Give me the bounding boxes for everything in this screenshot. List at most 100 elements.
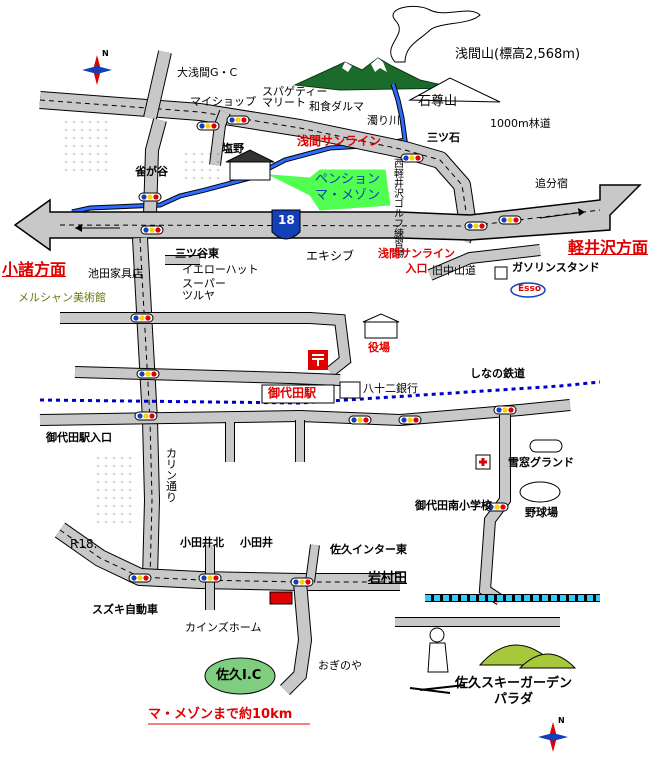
label-spaghetti-marine: スパゲティー マリート: [262, 85, 328, 109]
label-saku-ic: 佐久I.C: [216, 668, 262, 683]
label-my-shop: マイショップ: [190, 95, 256, 108]
traffic-light-icon: [134, 411, 158, 421]
road-oasama-gc-fill: [144, 50, 171, 120]
pension-callout: [269, 169, 391, 211]
label-route-18: 18: [278, 213, 295, 227]
label-miyota-station: 御代田駅: [268, 386, 317, 400]
label-hachijuni-bank: 八十二銀行: [363, 382, 418, 395]
label-mitsuyahigashi: 三ツ谷東: [175, 247, 219, 260]
traffic-light-icon: [140, 225, 164, 235]
bank-icon: [339, 381, 361, 399]
road-ski-garden-fill: [479, 415, 510, 605]
arrow-west-head: [75, 224, 82, 232]
traffic-light-icon: [464, 221, 488, 231]
label-saku-inter-higashi: 佐久インター東: [330, 543, 407, 556]
label-gas-station: ガソリンスタンド: [512, 261, 600, 274]
label-yukimado-ground: 雪窓グランド: [508, 456, 574, 469]
label-otai: 小田井: [240, 536, 273, 549]
traffic-light-icon: [198, 573, 222, 583]
traffic-light-icon: [226, 115, 250, 125]
compass-icon: [82, 55, 112, 85]
snowcap: [371, 58, 387, 72]
sekison-mountain-icon: [408, 77, 501, 103]
label-nigorigawa: 濁り川: [367, 114, 400, 127]
compass-north-label: N: [558, 716, 565, 725]
label-west-karuizawa-golf: 西軽井沢ゴルフ練習場: [394, 159, 404, 260]
label-miyota-south-school: 御代田南小学校: [415, 499, 492, 512]
hospital-icon: [475, 454, 491, 470]
label-r18: R18.: [70, 537, 98, 551]
label-mercian-museum: メルシャン美術館: [18, 291, 106, 304]
label-mitsuishi: 三ツ石: [427, 131, 460, 144]
traffic-light-icon: [348, 415, 372, 425]
arrow-east-head: [578, 208, 585, 216]
volcano-smoke: [390, 5, 481, 63]
label-baseball-field: 野球場: [525, 506, 558, 519]
gas-station-icon: [494, 266, 508, 280]
label-rindo: 1000m林道: [490, 117, 551, 130]
label-yellow-hat: イエローハット: [182, 263, 259, 276]
compass-north-label: N: [102, 49, 109, 58]
label-suzuki: スズキ自動車: [92, 603, 158, 616]
ski-hill-icon: [518, 653, 577, 669]
label-karuizawa: 軽井沢方面: [568, 238, 649, 257]
label-sekison-san: 石尊山: [418, 94, 458, 109]
forest-area: [60, 120, 110, 175]
label-komoro: 小諸方面: [2, 260, 67, 279]
label-ikeda-furniture: 池田家具店: [88, 267, 143, 280]
road-saku-ic-fill: [280, 581, 312, 695]
skier-icon: [409, 627, 466, 694]
label-oasama-gc: 大浅間G・C: [177, 66, 238, 79]
traffic-lights: [128, 115, 522, 587]
label-ekishibu: エキシブ: [306, 249, 355, 263]
traffic-light-icon: [400, 153, 424, 163]
cainz-icon: [269, 591, 293, 605]
shinano-railway: [39, 380, 601, 405]
label-karin-dori: カリン通り: [166, 447, 177, 504]
saku-ic-marker: [204, 657, 276, 695]
traffic-light-icon: [196, 121, 220, 131]
traffic-light-icon: [138, 192, 162, 202]
label-oiwakejuku: 追分宿: [535, 177, 568, 190]
label-shiono: 塩野: [222, 142, 244, 155]
snowcap: [342, 62, 352, 72]
forest-area: [185, 150, 225, 185]
esso-logo: [510, 282, 546, 298]
route-18-road: [13, 184, 642, 252]
route-18-shield: [271, 209, 301, 240]
label-distance: マ・メゾンまで約10km: [148, 707, 293, 722]
road-minor-fill: [306, 544, 319, 583]
traffic-light-icon: [136, 369, 160, 379]
label-yakuba: 役場: [368, 341, 390, 354]
traffic-light-icon: [290, 577, 314, 587]
label-ski-garden: 佐久スキーガーデン パラダ: [455, 676, 573, 707]
label-miyota-station-entrance: 御代田駅入口: [46, 431, 112, 444]
label-kyunakasendo: 旧中山道: [432, 264, 476, 277]
label-iwamurada: 岩村田: [368, 571, 408, 586]
label-asama-yama: 浅間山(標高2,568m): [455, 47, 581, 62]
traffic-light-icon: [498, 215, 522, 225]
label-esso: Esso: [518, 284, 542, 294]
traffic-light-icon: [130, 313, 154, 323]
traffic-light-icon: [485, 502, 509, 512]
label-pension: ペンション マ・メゾン: [315, 172, 381, 203]
road-kyu-nakasendo-fill: [428, 245, 541, 280]
nigori-river-water: [71, 83, 407, 214]
road-yakuba-fill: [60, 313, 351, 376]
label-janogaya: 雀が谷: [135, 165, 168, 178]
road-yakuba: [60, 312, 352, 377]
label-shinano-railway: しなの鉄道: [470, 367, 525, 380]
label-washoku-daruma: 和食ダルマ: [309, 100, 364, 113]
traffic-light-icon: [493, 405, 517, 415]
yakuba-building-icon: [362, 313, 400, 339]
road-centerline: [59, 529, 400, 583]
pension-building-icon: [225, 149, 275, 181]
forest-area: [95, 455, 135, 525]
yukimado-ground-icon: [529, 439, 563, 453]
traffic-light-icon: [398, 415, 422, 425]
road-r18-bypass-fill: [55, 523, 400, 590]
asama-mountain-icon: [293, 57, 456, 91]
label-otai-kita: 小田井北: [180, 536, 224, 549]
